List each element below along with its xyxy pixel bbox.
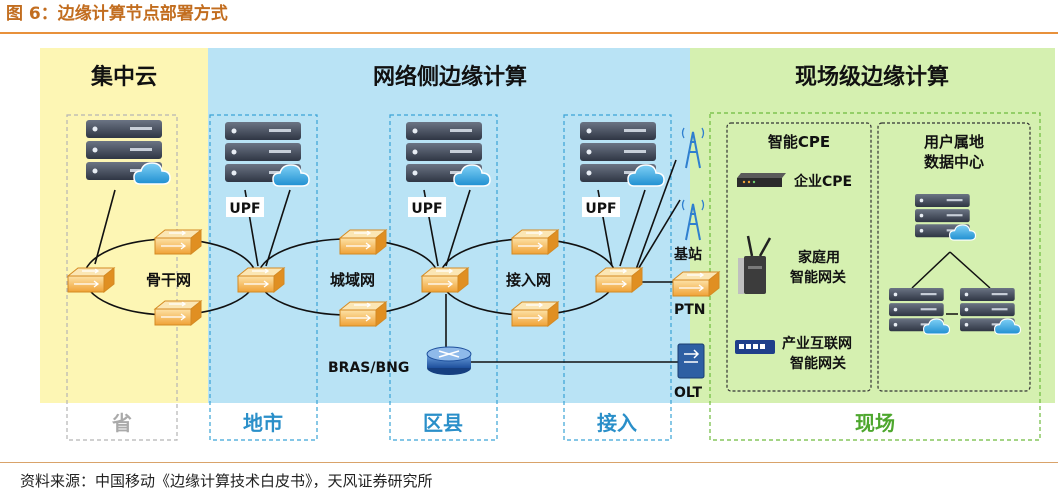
router-icon — [511, 229, 559, 255]
data-center-server-icon — [888, 287, 951, 335]
industrial-gateway-label-line1: 产业互联网 — [782, 335, 852, 352]
ptn-label: PTN — [674, 302, 706, 318]
router-icon — [154, 300, 202, 326]
source-note: 资料来源：中国移动《边缘计算技术白皮书》，天风证券研究所 — [20, 472, 433, 490]
caption-divider — [0, 32, 1058, 34]
figure-caption: 图 6：边缘计算节点部署方式 — [6, 4, 228, 24]
data-center-server-icon — [914, 193, 977, 241]
level-label-county: 区县 — [423, 411, 463, 435]
county-column — [389, 114, 498, 441]
access-mec-server-icon — [579, 121, 665, 187]
zone-title-onsite-edge: 现场级边缘计算 — [795, 64, 949, 90]
base-station-label: 基站 — [674, 246, 702, 263]
industrial-gateway-icon — [735, 340, 775, 354]
router-icon — [339, 229, 387, 255]
central-cloud-server-icon — [85, 119, 171, 185]
source-divider — [0, 462, 1058, 463]
access-network-label: 接入网 — [506, 271, 551, 289]
access-column — [563, 114, 672, 441]
upf-label-county: UPF — [411, 201, 442, 217]
backbone-network-label: 骨干网 — [146, 271, 191, 289]
user-data-center-title-line2: 数据中心 — [924, 153, 984, 171]
router-icon — [339, 301, 387, 327]
metro-network-label: 城域网 — [330, 271, 375, 289]
base-station-icon — [681, 199, 705, 241]
router-icon — [595, 267, 643, 293]
level-label-onsite: 现场 — [855, 411, 895, 435]
city-column — [209, 114, 318, 441]
enterprise-cpe-label: 企业CPE — [793, 173, 852, 190]
router-icon — [154, 229, 202, 255]
home-gateway-label-line1: 家庭用 — [798, 249, 840, 266]
enterprise-cpe-icon — [737, 173, 786, 187]
data-center-links — [911, 251, 991, 315]
bras-bng-router-icon — [426, 346, 472, 375]
router-icon — [67, 267, 115, 293]
smart-cpe-box — [726, 122, 872, 392]
data-center-server-icon — [959, 287, 1022, 335]
olt-device-icon — [677, 343, 705, 379]
upf-label-city: UPF — [229, 201, 260, 217]
network-edge-zone — [208, 48, 690, 403]
router-icon — [421, 267, 469, 293]
level-label-city: 地市 — [243, 411, 283, 435]
router-icon — [237, 267, 285, 293]
city-mec-server-icon — [224, 121, 310, 187]
province-column — [66, 114, 178, 441]
central-cloud-zone — [40, 48, 208, 403]
router-icon — [511, 301, 559, 327]
level-label-province: 省 — [111, 411, 132, 435]
home-gateway-label-line2: 智能网关 — [789, 269, 846, 286]
user-data-center-box — [877, 122, 1031, 392]
upf-label-access: UPF — [585, 201, 616, 217]
base-station-icon — [681, 127, 705, 169]
industrial-gateway-label-line2: 智能网关 — [789, 355, 846, 372]
county-mec-server-icon — [405, 121, 491, 187]
smart-cpe-title: 智能CPE — [768, 133, 830, 151]
zone-title-network-edge: 网络侧边缘计算 — [373, 64, 527, 90]
ptn-router-icon — [672, 271, 720, 297]
bras-bng-label: BRAS/BNG — [328, 360, 409, 376]
olt-label: OLT — [674, 385, 703, 401]
level-label-access: 接入 — [597, 411, 637, 435]
home-gateway-icon — [738, 235, 772, 294]
user-data-center-title-line1: 用户属地 — [924, 133, 984, 151]
zone-title-central: 集中云 — [90, 64, 157, 90]
